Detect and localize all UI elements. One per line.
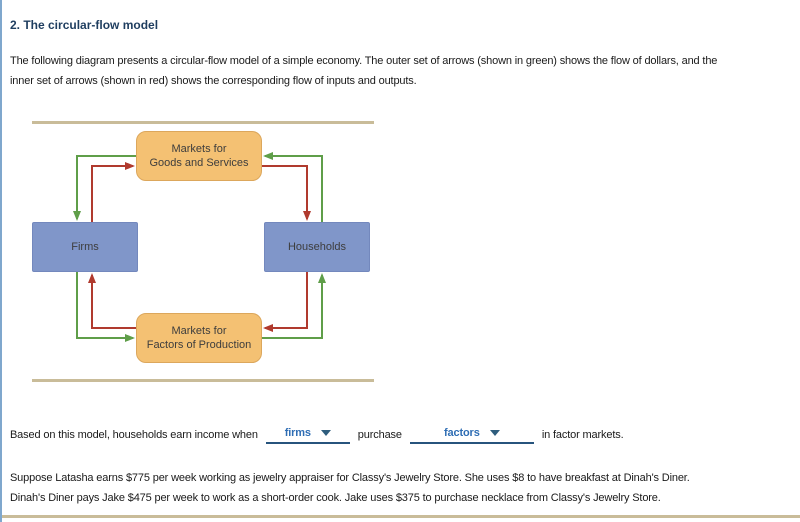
arrow-factors-market-to-households: [262, 273, 326, 339]
goods-market-box: Markets for Goods and Services: [136, 131, 262, 181]
factors-market-label-line2: Factors of Production: [146, 339, 252, 351]
scenario-text: Suppose Latasha earns $775 per week work…: [10, 468, 690, 508]
firms-dropdown-value: firms: [284, 427, 311, 439]
factors-market-box: Markets for Factors of Production: [136, 313, 262, 363]
households-box: Households: [264, 222, 370, 272]
arrow-firms-to-factors-market: [76, 272, 135, 342]
goods-market-label-line1: Markets for: [171, 143, 227, 155]
question-title: 2. The circular-flow model: [10, 18, 159, 32]
arrow-firms-to-goods-market: [91, 162, 135, 222]
question-intro: The following diagram presents a circula…: [10, 51, 717, 91]
firms-label: Firms: [71, 241, 99, 253]
factors-dropdown-value: factors: [444, 427, 480, 439]
factors-dropdown[interactable]: factors: [409, 426, 534, 444]
scenario-line-2: Dinah's Diner pays Jake $475 per week to…: [10, 492, 661, 504]
factors-market-label-line1: Markets for: [171, 325, 227, 337]
section-divider: [2, 515, 800, 518]
intro-line-2: inner set of arrows (shown in red) shows…: [10, 75, 417, 87]
flow-arrows-svg: [73, 152, 326, 342]
chevron-down-icon: [489, 430, 500, 436]
goods-market-label-line2: Goods and Services: [149, 157, 249, 169]
intro-line-1: The following diagram presents a circula…: [10, 55, 718, 67]
dollar-flow-arrows: [73, 152, 326, 342]
fill-in-question-row: Based on this model, households earn inc…: [10, 426, 624, 444]
firms-dropdown[interactable]: firms: [265, 426, 350, 444]
arrow-households-to-factors-market: [263, 272, 308, 332]
question-text-before: Based on this model, households earn inc…: [10, 429, 258, 441]
scenario-line-1: Suppose Latasha earns $775 per week work…: [10, 472, 690, 484]
circular-flow-diagram: Markets for Goods and Services Firms Hou…: [32, 121, 374, 382]
arrow-factors-market-to-firms: [88, 273, 136, 329]
arrow-goods-market-to-households: [262, 165, 311, 221]
question-text-after: in factor markets.: [541, 429, 624, 441]
chevron-down-icon: [320, 430, 331, 436]
arrow-households-to-goods-market: [263, 152, 323, 222]
question-text-middle: purchase: [357, 429, 402, 441]
households-label: Households: [287, 241, 347, 253]
inputs-outputs-flow-arrows: [88, 162, 311, 332]
arrow-goods-market-to-firms: [73, 155, 136, 221]
firms-box: Firms: [32, 222, 138, 272]
